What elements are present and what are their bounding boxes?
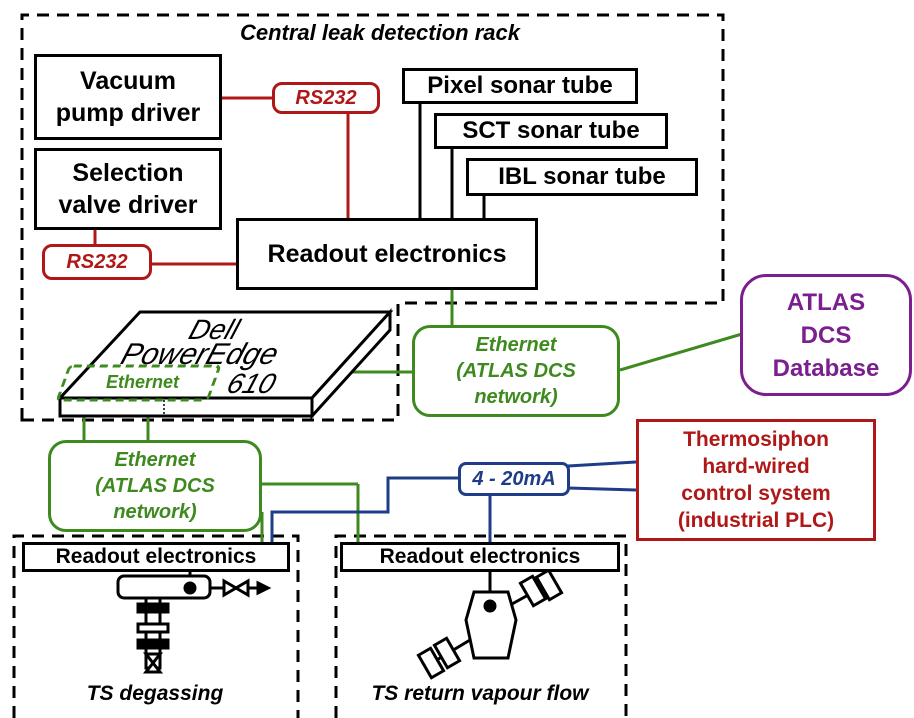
readout-electronics-main-box: Readout electronics — [236, 218, 538, 290]
dell-server — [56, 308, 394, 420]
ibl-sonar-tube-box: IBL sonar tube — [466, 158, 698, 196]
selection-valve-driver-box: Selection valve driver — [34, 148, 222, 230]
ts-degassing-caption: TS degassing — [86, 682, 224, 705]
current-loop-label: 4 - 20mA — [458, 462, 570, 496]
return-flow-apparatus-drawing — [416, 568, 564, 680]
pixel-sonar-tube-box: Pixel sonar tube — [402, 68, 638, 104]
readout-electronics-return-box: Readout electronics — [340, 542, 620, 572]
atlas-dcs-database-box: ATLAS DCS Database — [740, 274, 912, 396]
current-loop-links — [270, 460, 637, 546]
model-number-label: 610 — [223, 368, 280, 399]
poweredge-label: PowerEdge — [116, 338, 283, 371]
rack-title: Central leak detection rack — [239, 20, 520, 45]
return-flow-boundary — [334, 534, 628, 718]
ethernet-network-left-box: Ethernet (ATLAS DCS network) — [48, 440, 262, 532]
rs232-links — [93, 96, 350, 266]
ts-return-vapour-flow-caption: TS return vapour flow — [371, 682, 589, 705]
readout-electronics-degassing-box: Readout electronics — [22, 542, 290, 572]
central-rack-boundary — [20, 13, 725, 422]
rs232-left-label: RS232 — [42, 244, 152, 280]
degassing-boundary — [12, 534, 300, 718]
ethernet-network-right-box: Ethernet (ATLAS DCS network) — [412, 325, 620, 417]
rs232-top-label: RS232 — [272, 82, 380, 114]
degassing-apparatus-drawing — [116, 567, 272, 674]
server-ethernet-label: Ethernet — [106, 372, 180, 392]
server-ethernet-card — [57, 364, 221, 402]
thermosiphon-control-box: Thermosiphon hard-wired control system (… — [636, 419, 876, 541]
vacuum-pump-driver-box: Vacuum pump driver — [34, 54, 222, 140]
sct-sonar-tube-box: SCT sonar tube — [434, 113, 668, 149]
sonar-tube-links — [418, 104, 486, 218]
